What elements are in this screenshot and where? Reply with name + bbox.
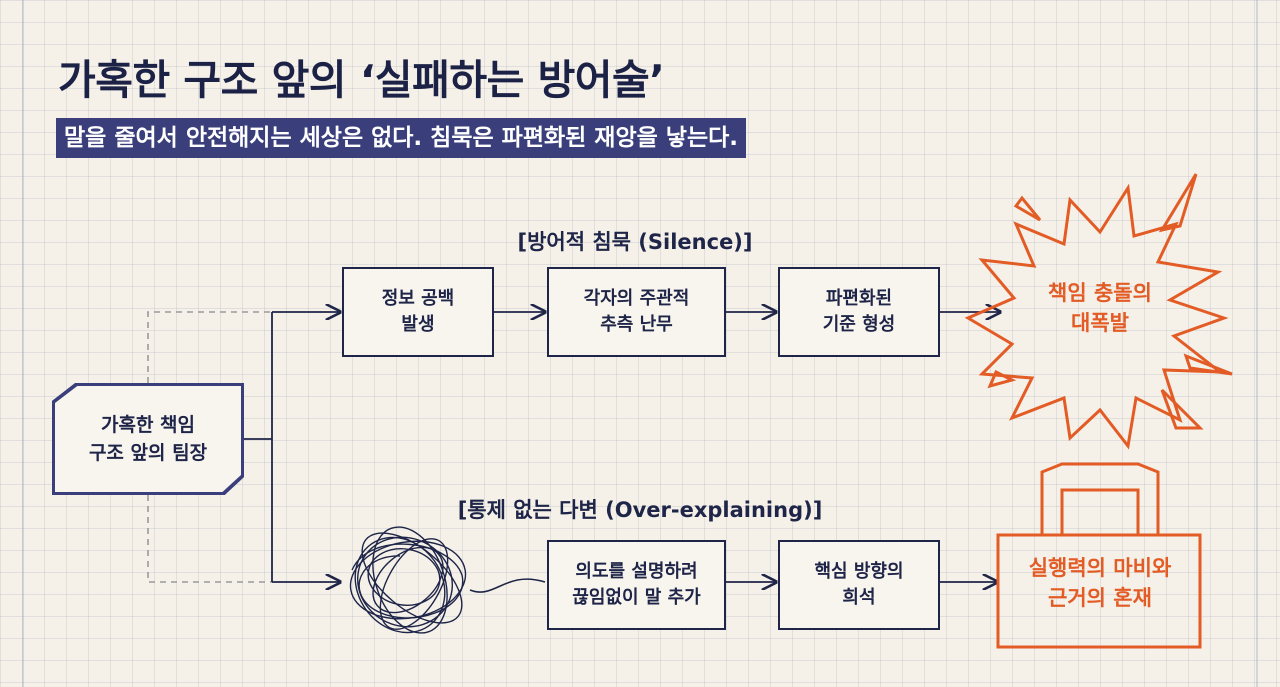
grid-frame-left: [22, 0, 24, 687]
over-result-label: 실행력의 마비와 근거의 혼재: [1028, 556, 1172, 611]
silence-result-label: 책임 충돌의 대폭발: [1048, 281, 1152, 336]
over-step-label: 의도를 설명하려 끊임없이 말 추가: [572, 560, 701, 608]
over-step-label: 핵심 방향의 희석: [814, 560, 904, 608]
dashed-bypass-bottom: [147, 495, 272, 583]
start-node-label: 가혹한 책임 구조 앞의 팀장: [88, 413, 208, 465]
over-step-endless-explaining: 의도를 설명하려 끊임없이 말 추가: [547, 540, 726, 630]
branch-connector: [244, 312, 273, 582]
tangled-scribble-icon: [349, 526, 467, 634]
silence-path-label: [방어적 침묵 (Silence)]: [517, 230, 753, 254]
over-explaining-path-label: [통제 없는 다변 (Over-explaining)]: [457, 498, 823, 522]
explosion-burst-icon: [964, 173, 1233, 450]
heavy-bag-icon: [996, 462, 1202, 649]
over-step-diluted-direction: 핵심 방향의 희석: [778, 540, 940, 630]
silence-step-speculation: 각자의 주관적 추측 난무: [547, 267, 726, 357]
silence-step-label: 각자의 주관적 추측 난무: [583, 287, 690, 335]
page-title: 가혹한 구조 앞의 ‘실패하는 방어술’: [58, 56, 665, 104]
silence-step-info-gap: 정보 공백 발생: [342, 267, 494, 357]
silence-step-label: 파편화된 기준 형성: [822, 287, 896, 335]
silence-step-fragmented-criteria: 파편화된 기준 형성: [778, 267, 940, 357]
grid-frame-right: [1256, 0, 1258, 687]
page-subtitle-banner: 말을 줄여서 안전해지는 세상은 없다. 침묵은 파편화된 재앙을 낳는다.: [56, 118, 747, 158]
silence-step-label: 정보 공백 발생: [381, 287, 455, 335]
start-node: 가혹한 책임 구조 앞의 팀장: [52, 383, 244, 495]
dashed-bypass-top: [147, 311, 272, 383]
arrow-over-tail: [469, 578, 546, 593]
